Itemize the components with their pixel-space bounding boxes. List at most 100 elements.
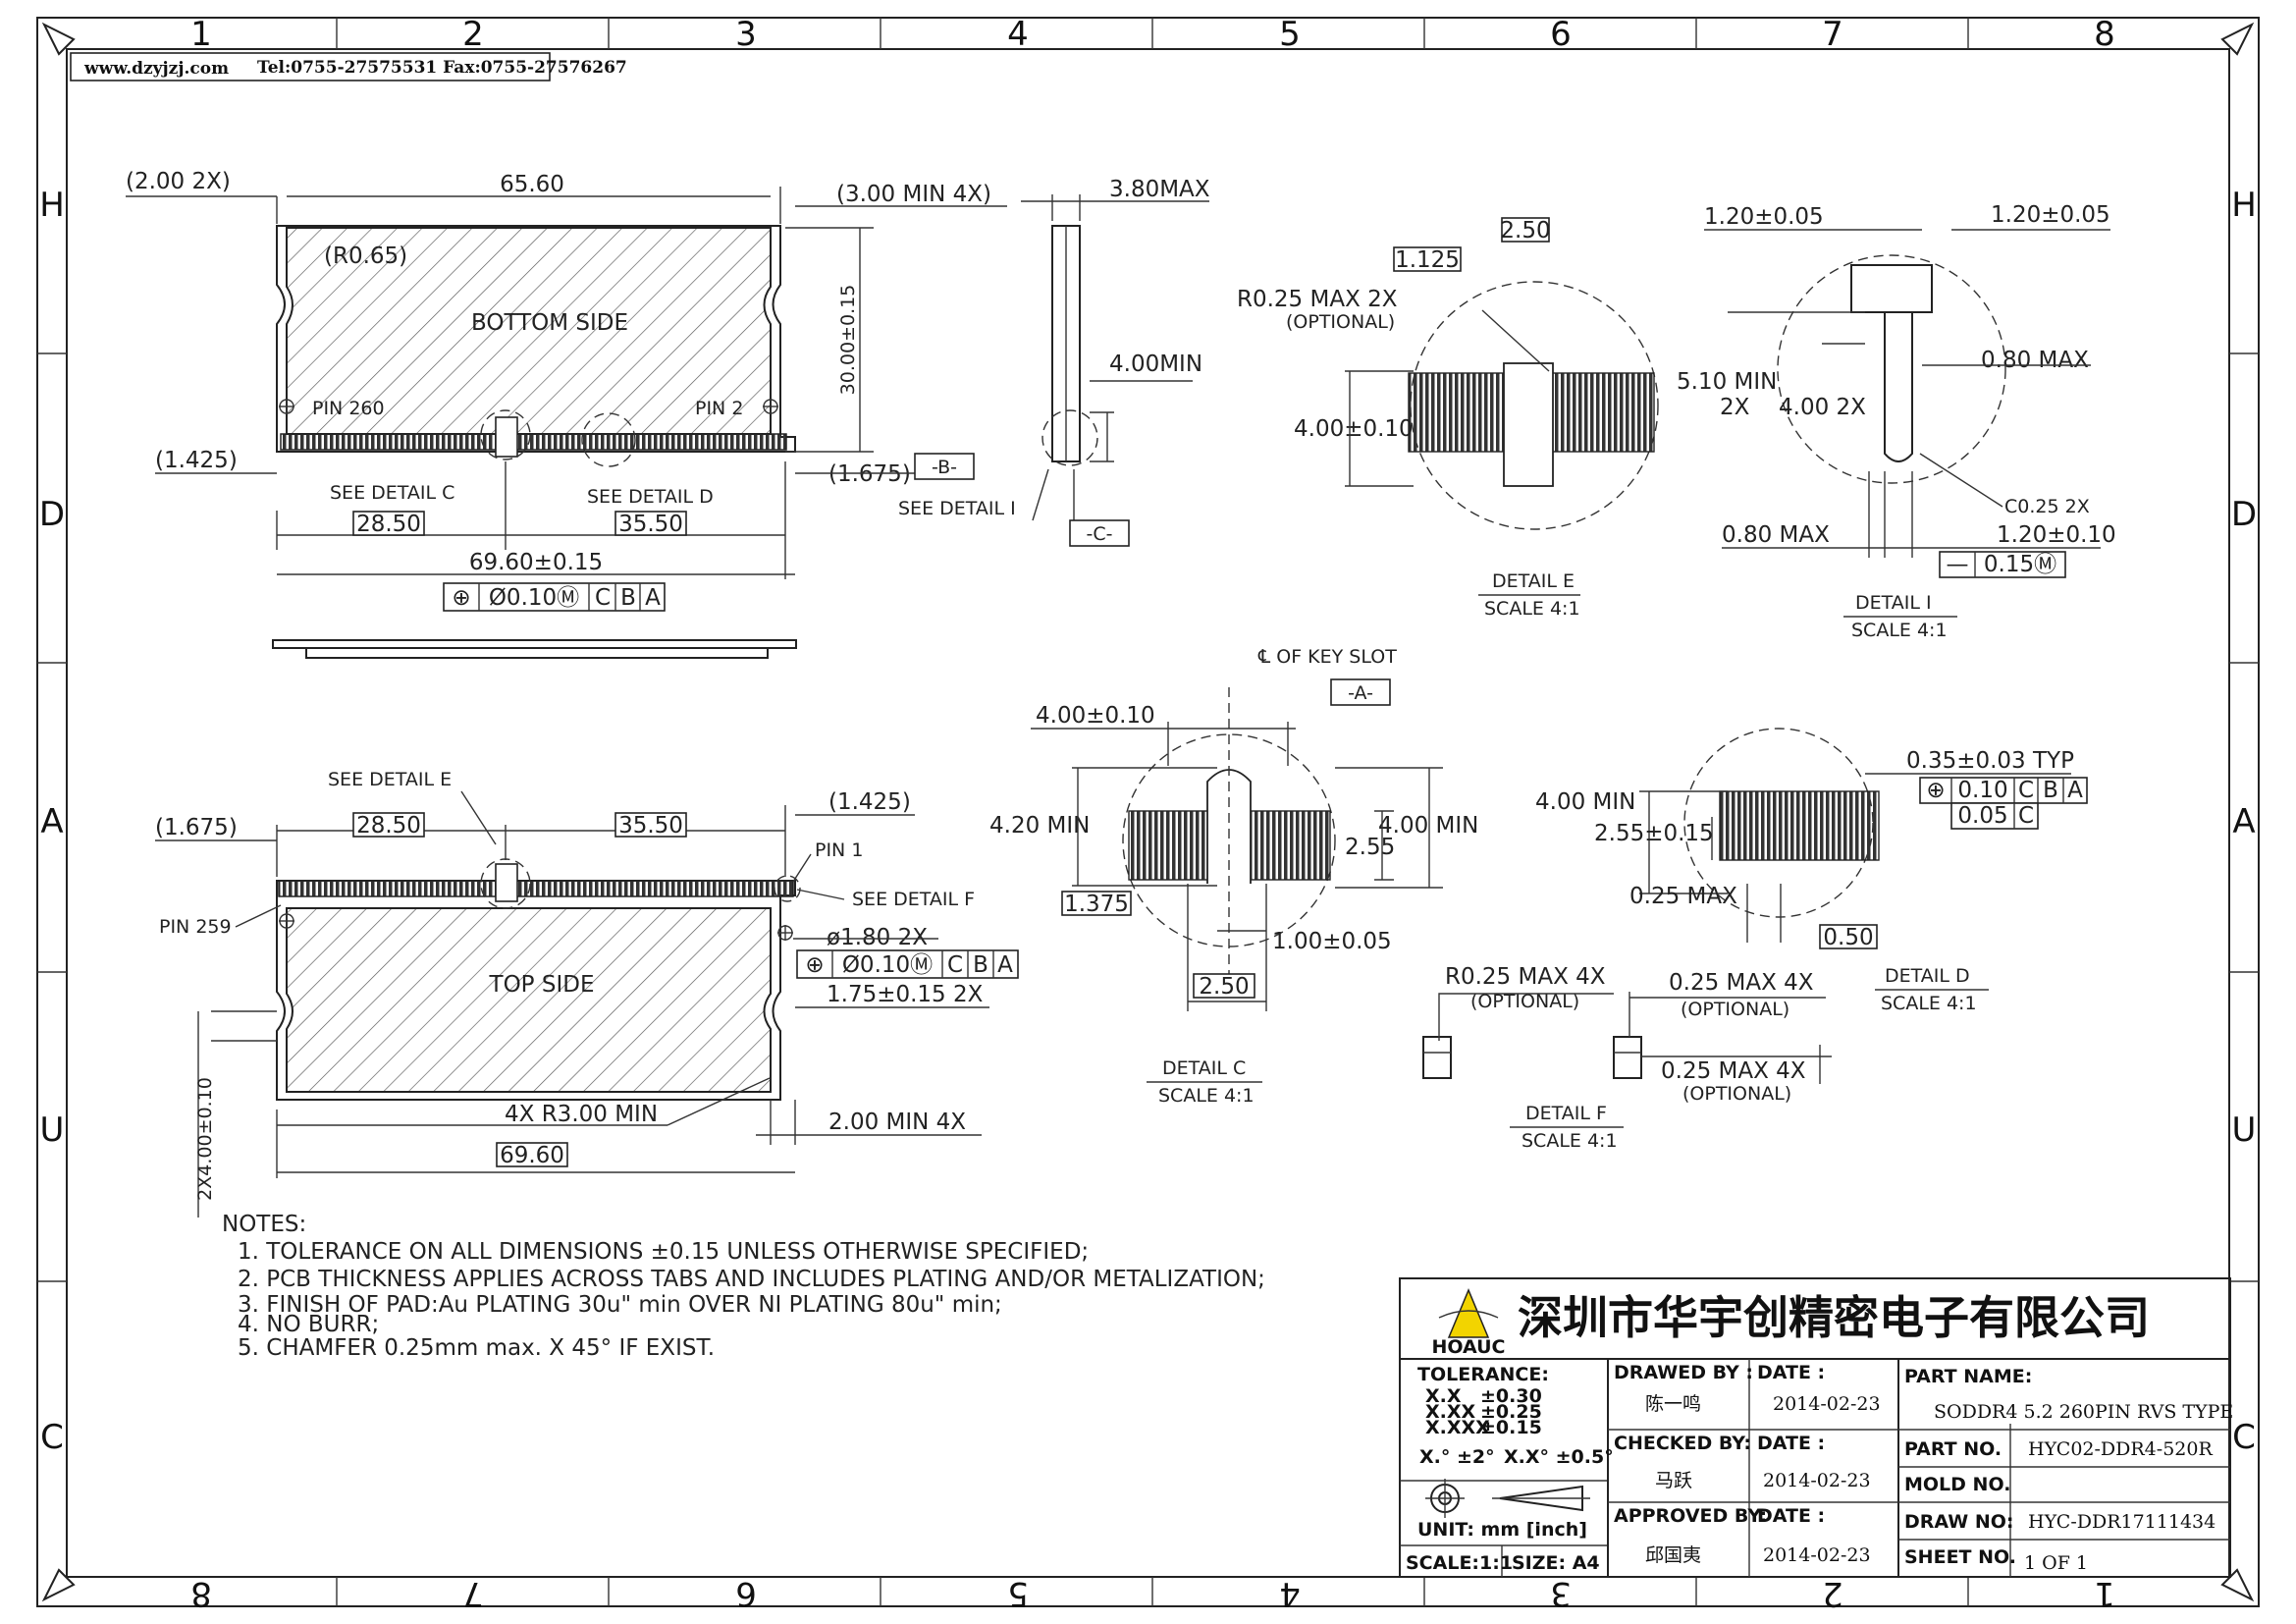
grid-label: 1 <box>190 15 212 54</box>
grid-label: U <box>40 1110 65 1150</box>
detail-i-chamfer: C0.25 2X <box>2004 496 2090 517</box>
pin-260-label: PIN 260 <box>312 398 385 419</box>
scale-label: SCALE:1:1 <box>1406 1552 1513 1574</box>
detail-d-title: DETAIL D <box>1885 965 1970 987</box>
grid-label: 7 <box>1822 15 1843 54</box>
note-5: 5. CHAMFER 0.25mm max. X 45° IF EXIST. <box>238 1335 715 1361</box>
detail-e-title: DETAIL E <box>1492 570 1575 592</box>
checker: 马跃 <box>1655 1470 1692 1491</box>
grid-label: 7 <box>462 1574 484 1613</box>
detail-c-w1: 4.00±0.10 <box>1036 703 1155 729</box>
detail-i-b2: 1.20±0.10 <box>1997 522 2116 548</box>
dimension-text: 0.05 <box>1957 803 2007 829</box>
see-detail-d: SEE DETAIL D <box>587 486 714 508</box>
dim-left-edge: (1.425) <box>155 448 238 473</box>
size-label: SIZE: A4 <box>1512 1552 1600 1574</box>
grid-label: H <box>2231 186 2257 225</box>
grid-label: A <box>2232 802 2255 841</box>
dim-right-offset: (3.00 MIN 4X) <box>836 182 991 207</box>
date-1: 2014-02-23 <box>1773 1393 1881 1415</box>
detail-f-m1: 0.25 MAX 4X <box>1669 970 1814 996</box>
notes: NOTES: 1. TOLERANCE ON ALL DIMENSIONS ±0… <box>222 1212 1265 1361</box>
grid-label: 8 <box>2094 15 2115 54</box>
date-label-2: DATE : <box>1757 1433 1825 1454</box>
top-dim-35-50: 35.50 <box>618 813 683 839</box>
note-3: 3. FINISH OF PAD:Au PLATING 30u" min OVE… <box>238 1292 1002 1318</box>
dimension-text: B <box>973 952 988 978</box>
datum-a: -A- <box>1348 682 1373 704</box>
detail-e-scale: SCALE 4:1 <box>1484 598 1580 620</box>
detail-i-top2: 1.20±0.05 <box>1991 202 2110 228</box>
top-left-edge: (1.675) <box>155 815 238 840</box>
note-1: 1. TOLERANCE ON ALL DIMENSIONS ±0.15 UNL… <box>238 1239 1089 1265</box>
detail-d: 0.35±0.03 TYP ⊕ 0.10 C B A 0.05 C 4.00 M… <box>1535 728 2088 1014</box>
dim-overall: 69.60±0.15 <box>469 550 603 575</box>
datum-c: -C- <box>1087 523 1113 545</box>
detail-e: 2.50 1.125 R0.25 MAX 2X (OPTIONAL) 4.00±… <box>1237 217 1659 620</box>
grid-label: 4 <box>1279 1574 1301 1613</box>
top-right-edge: (1.425) <box>828 789 911 815</box>
detail-i-h2: 4.00 2X <box>1779 395 1866 420</box>
sheet-no-label: SHEET NO. <box>1904 1546 2016 1568</box>
grid-labels-bottom: 8 7 6 5 4 3 2 1 <box>190 1574 2115 1613</box>
approved-by-label: APPROVED BY: <box>1614 1505 1767 1527</box>
grid-label: A <box>40 802 63 841</box>
dim-corner-radius: (R0.65) <box>324 244 407 269</box>
detail-e-radius: R0.25 MAX 2X <box>1237 287 1398 312</box>
top-dim-28-50: 28.50 <box>356 813 421 839</box>
dimension-text: ⊕ <box>452 585 470 611</box>
dim-28-50: 28.50 <box>356 512 421 537</box>
detail-c-h1: 4.20 MIN <box>989 813 1090 839</box>
detail-i-h1: 5.10 MIN <box>1677 369 1777 395</box>
note-4: 4. NO BURR; <box>238 1312 379 1337</box>
detail-i-top1: 1.20±0.05 <box>1704 204 1824 230</box>
grid-label: D <box>39 495 65 534</box>
bottom-side-view: BOTTOM SIDE PIN 260 PIN 2 65.60 (2.00 2X… <box>126 169 1007 659</box>
side-view: 3.80MAX 4.00MIN -C- SEE DETAIL I <box>898 177 1210 547</box>
top-overall: 69.60 <box>500 1143 564 1168</box>
dim-thickness: 3.80MAX <box>1109 177 1210 202</box>
pin-2-label: PIN 2 <box>695 398 743 419</box>
pin-1-label: PIN 1 <box>815 839 863 861</box>
detail-c-w2: 1.375 <box>1064 892 1129 917</box>
dim-left-offset: (2.00 2X) <box>126 169 231 194</box>
detail-i: 1.20±0.05 1.20±0.05 5.10 MIN 2X 4.00 2X … <box>1677 202 2116 641</box>
see-detail-e: SEE DETAIL E <box>328 769 452 790</box>
grid-labels-left: H D A U C <box>39 186 65 1457</box>
grid-labels-top: 1 2 3 4 5 6 7 8 <box>190 15 2115 54</box>
detail-c-w3: 1.00±0.05 <box>1272 929 1392 954</box>
part-name-label: PART NAME: <box>1904 1366 2032 1387</box>
dimension-text: C <box>595 585 611 611</box>
top-side-view: TOP SIDE PIN 1 PIN 259 SEE DETAIL E SEE … <box>155 769 1019 1218</box>
date-label-1: DATE : <box>1757 1362 1825 1383</box>
datum-b: -B- <box>932 457 957 478</box>
corner-arrow <box>41 1568 76 1602</box>
dimension-text: C <box>947 952 963 978</box>
grid-label: D <box>2231 495 2257 534</box>
detail-f-title: DETAIL F <box>1525 1103 1607 1124</box>
detail-e-height: 4.00±0.10 <box>1294 416 1414 442</box>
date-3: 2014-02-23 <box>1763 1544 1871 1566</box>
pin-259-label: PIN 259 <box>159 916 232 938</box>
part-name: SODDR4 5.2 260PIN RVS TYPE <box>1934 1401 2233 1423</box>
note-2: 2. PCB THICKNESS APPLIES ACROSS TABS AND… <box>238 1267 1265 1292</box>
grid-labels-right: H D A U C <box>2231 186 2257 1457</box>
dimension-text: X.X <box>1425 1385 1462 1407</box>
detail-d-h2: 2.55±0.15 <box>1594 821 1714 846</box>
contact-text: Tel:0755-27575531 Fax:0755-27576267 <box>257 58 627 78</box>
website-text: www.dzyjzj.com <box>83 59 229 79</box>
grid-label: 3 <box>1550 1574 1572 1613</box>
dimension-text: B <box>620 585 636 611</box>
date-2: 2014-02-23 <box>1763 1470 1871 1491</box>
grid-label: C <box>40 1418 64 1457</box>
detail-i-h1b: 2X <box>1720 395 1750 420</box>
dimension-text: X.XX <box>1425 1401 1476 1423</box>
grid-ticks <box>37 18 2259 1606</box>
detail-f: R0.25 MAX 4X (OPTIONAL) 0.25 MAX 4X (OPT… <box>1422 964 1832 1152</box>
dimension-text: X.X° ±0.5° <box>1504 1446 1614 1468</box>
top-vert: 2X4.00±0.10 <box>194 1077 216 1201</box>
top-hole-pos: 1.75±0.15 2X <box>827 982 984 1007</box>
dimension-text: ±0.25 <box>1480 1401 1542 1423</box>
dimension-text: ⊕ <box>805 952 824 978</box>
